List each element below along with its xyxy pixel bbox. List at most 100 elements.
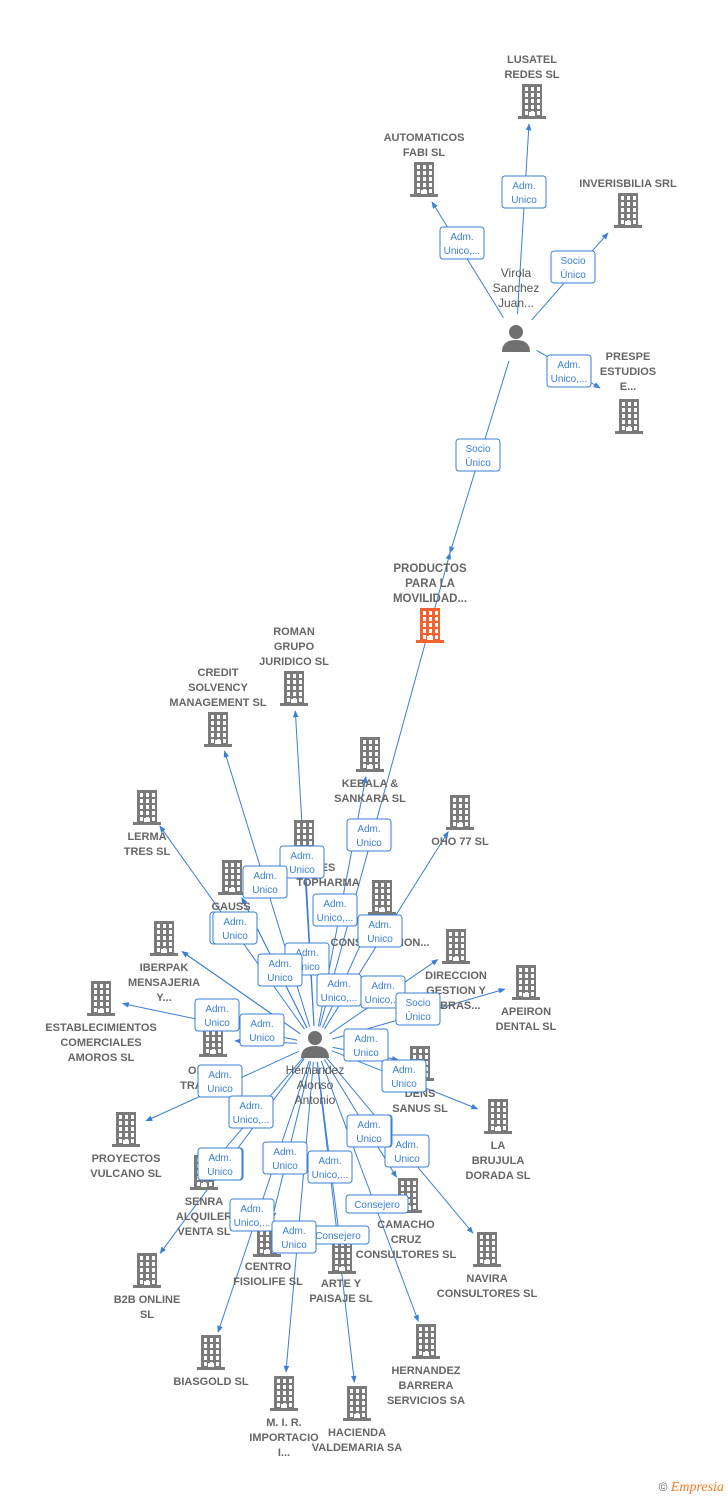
edge-label-hernandez-iberpak[interactable]: Adm.Unico xyxy=(239,1013,285,1047)
company-node-biasgold[interactable]: BIASGOLD SL xyxy=(173,1335,249,1388)
company-label-line: IMPORTACIO xyxy=(249,1432,319,1444)
edge-label-hernandez-centro[interactable]: Adm.Unico xyxy=(262,1141,308,1175)
edge-label-text: Adm. xyxy=(327,979,350,990)
edge-label-hernandez-credit[interactable]: Adm.Unico xyxy=(242,865,288,899)
company-label-line: MENSAJERIA xyxy=(128,977,200,989)
company-label-line: SANUS SL xyxy=(392,1103,448,1115)
edge-hernandez-hernandezbarrera xyxy=(320,1060,419,1323)
company-label-line: PARA LA xyxy=(405,578,455,590)
company-label-line: LUSATEL xyxy=(507,54,557,66)
edge-label-hernandez-iberpak[interactable]: Adm.Unico,... xyxy=(360,975,406,1009)
edge-label-text: Unico xyxy=(204,1018,230,1029)
edge-label-box xyxy=(228,1095,274,1129)
edge-label-text: Unico xyxy=(281,1240,307,1251)
edge-label-text: Unico xyxy=(222,931,248,942)
edge-label-hernandez-biasgold[interactable]: Adm.Unico,... xyxy=(229,1198,275,1232)
edge-label-box xyxy=(197,1064,243,1098)
building-icon xyxy=(512,965,540,1000)
company-label-line: MANAGEMENT SL xyxy=(169,697,266,709)
company-label-line: CAMACHO xyxy=(377,1219,435,1231)
edge-label-box xyxy=(194,998,240,1032)
company-label-line: IBERPAK xyxy=(140,962,189,974)
company-label-line: PRODUCTOS xyxy=(393,563,467,575)
edge-label-hernandez-kebala[interactable]: Adm.Unico,... xyxy=(312,893,358,927)
edge-label-text: Unico,... xyxy=(234,1218,271,1229)
edge-label-hernandez-productos[interactable]: Adm.Unico xyxy=(346,818,392,852)
edge-label-virola-automaticos[interactable]: Adm.Unico,... xyxy=(439,226,485,260)
company-label-line: BRUJULA xyxy=(472,1155,525,1167)
edge-label-text: Adm. xyxy=(368,920,391,931)
edge-label-hernandez-construccion[interactable]: Adm.Unico,... xyxy=(316,973,362,1007)
company-node-prespe[interactable]: PRESPEESTUDIOSE... xyxy=(600,351,656,434)
edge-label-virola-prespe[interactable]: Adm.Unico,... xyxy=(546,354,592,388)
person-label-line: Antonio xyxy=(295,1093,336,1107)
company-node-mir[interactable]: M. I. R.IMPORTACIOI... xyxy=(249,1376,319,1459)
edge-label-box xyxy=(212,911,258,945)
company-label-line: ROMAN xyxy=(273,626,315,638)
company-label-line: PROYECTOS xyxy=(92,1153,161,1165)
company-label-line: CRUZ xyxy=(391,1234,422,1246)
company-label-line: DIRECCION xyxy=(425,970,487,982)
edge-label-hernandez-roman[interactable]: Adm.Unico xyxy=(279,845,325,879)
company-node-iberpak[interactable]: IBERPAKMENSAJERIAY... xyxy=(128,921,200,1004)
edge-label-box xyxy=(307,1150,353,1184)
edge-label-hernandez-navira[interactable]: Adm.Unico xyxy=(346,1114,392,1148)
edge-label-text: Unico xyxy=(272,1161,298,1172)
person-label-line: Alonso xyxy=(297,1078,334,1092)
edge-label-virola-lusatel[interactable]: Adm.Unico xyxy=(501,175,547,209)
edge-label-hernandez-apeiron[interactable]: Adm.Unico xyxy=(194,998,240,1032)
company-label-line: VALDEMARIA SA xyxy=(312,1442,403,1454)
edge-label-text: Unico xyxy=(394,1154,420,1165)
company-node-oho[interactable]: OHO 77 SL xyxy=(431,795,489,848)
edge-label-hernandez-oho[interactable]: Adm.Unico xyxy=(357,914,403,948)
company-node-op[interactable]: OPTRA... xyxy=(180,1022,227,1092)
building-icon xyxy=(270,1376,298,1411)
company-node-kebala[interactable]: KEBALA &SANKARA SL xyxy=(334,737,406,805)
edge-label-hernandez-arte[interactable]: Consejero xyxy=(345,1194,409,1214)
building-icon xyxy=(218,860,246,895)
edge-label-hernandez-gauss[interactable]: Adm.Unico xyxy=(257,953,303,987)
company-node-proyectos[interactable]: PROYECTOS VULCANO SL xyxy=(90,1112,162,1180)
edge-label-text: Adm. xyxy=(371,981,394,992)
edge-label-hernandez-b2b[interactable]: Adm.Unico xyxy=(197,1147,243,1181)
edge-label-hernandez-op[interactable]: Adm.Unico xyxy=(197,1064,243,1098)
edge-label-text: Consejero xyxy=(354,1200,400,1211)
company-node-inverisbilia[interactable]: INVERISBILIA SRL xyxy=(579,178,677,228)
edge-label-hernandez-mir[interactable]: Adm.Unico xyxy=(271,1220,317,1254)
person-icon xyxy=(502,325,530,352)
edge-label-text: Socio xyxy=(405,998,430,1009)
company-label-line: VULCANO SL xyxy=(90,1168,162,1180)
edge-label-hernandez-hacienda[interactable]: Adm.Unico,... xyxy=(307,1150,353,1184)
edge-label-hernandez-establecimientos[interactable]: Adm.Unico xyxy=(343,1028,389,1062)
edge-label-hernandez-senra[interactable]: Adm.Unico,... xyxy=(228,1095,274,1129)
edge-virola-automaticos xyxy=(431,201,504,318)
edge-label-box xyxy=(346,818,392,852)
person-node-virola[interactable]: VirolaSanchezJuan... xyxy=(493,266,540,352)
edge-label-text: Unico xyxy=(252,885,278,896)
building-icon xyxy=(197,1335,225,1370)
edge-label-box xyxy=(357,914,403,948)
edge-label-hernandez-brujula[interactable]: Adm.Unico xyxy=(384,1134,430,1168)
edge-label-hernandez-gauss[interactable]: Adm.Unico xyxy=(212,911,258,945)
edge-label-hernandez-dens[interactable]: Adm.Unico xyxy=(381,1059,427,1093)
